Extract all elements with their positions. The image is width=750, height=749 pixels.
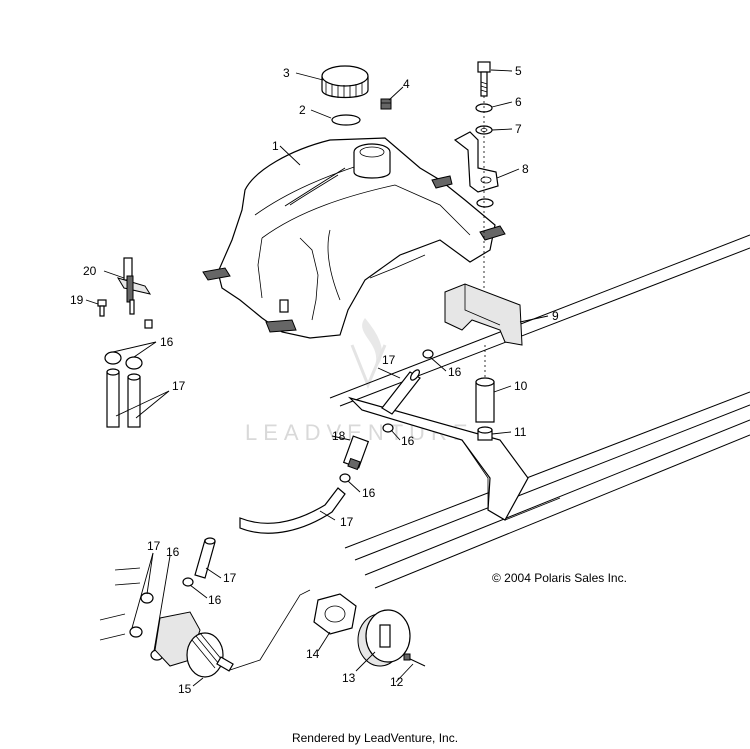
label-16-center: 16 [401,434,415,448]
screw-19 [97,299,107,317]
hose-pair [106,368,141,428]
hose-short [194,537,216,579]
hose-lower [239,487,346,534]
fuel-pump [154,611,234,678]
pump-clamps [129,592,164,661]
frame-rails [329,234,750,589]
grommet [477,426,493,441]
fuel-tank [202,137,506,339]
fuel-cap [321,65,369,99]
label-16-pump: 16 [166,545,180,559]
hose-center [381,369,421,415]
clamp-lower [339,473,351,483]
mount-bolt [477,61,491,97]
label-4: 4 [403,77,410,91]
label-15: 15 [178,682,192,696]
label-14: 14 [306,647,320,661]
mount-bracket [453,131,499,193]
label-17-lower: 17 [340,515,354,529]
label-2: 2 [299,103,306,117]
label-7: 7 [515,122,522,136]
label-19: 19 [70,293,84,307]
label-10: 10 [514,379,528,393]
spacer-washer [476,198,494,208]
pump-hoses [99,567,141,641]
clamp-center [382,423,394,433]
label-11: 11 [514,425,527,439]
footer-credit: Rendered by LeadVenture, Inc. [291,731,459,745]
leader-lines [85,69,549,687]
tank-cushion [444,283,523,346]
spacer-tube [475,377,495,423]
fuel-valve [116,257,152,315]
label-17-short: 17 [223,571,237,585]
label-13: 13 [342,671,356,685]
label-16-short: 16 [208,593,222,607]
fuel-filter [342,435,370,471]
label-16-center-upper: 16 [448,365,462,379]
retaining-nut [313,593,357,635]
label-16-left: 16 [160,335,174,349]
clamp-pair [104,351,143,370]
label-16-lower: 16 [362,486,376,500]
label-9: 9 [552,309,559,323]
vent-fitting [380,98,392,110]
label-12: 12 [390,675,404,689]
fuel-gauge [357,609,411,667]
label-17-center: 17 [382,353,396,367]
label-17-left: 17 [172,379,186,393]
label-5: 5 [515,64,522,78]
cap-seal [331,114,361,126]
label-17-pump: 17 [147,539,161,553]
label-1: 1 [272,139,279,153]
screw-16-upper [144,319,153,329]
clamp-pump [182,577,194,587]
gauge-screw [403,653,426,667]
label-6: 6 [515,95,522,109]
label-8: 8 [522,162,529,176]
watermark-flame-icon [362,318,383,372]
pump-leader [229,589,311,671]
copyright-notice: © 2004 Polaris Sales Inc. [492,571,627,585]
label-3: 3 [283,66,290,80]
clamp-center-upper [422,349,434,359]
label-18: 18 [332,429,346,443]
label-20: 20 [83,264,97,278]
